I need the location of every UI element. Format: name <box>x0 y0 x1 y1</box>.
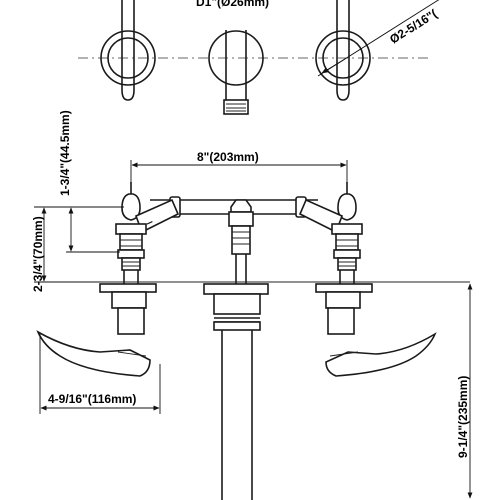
dimension-9-1-4: 9-1/4"(235mm) <box>456 283 473 499</box>
spout-base <box>203 283 269 500</box>
svg-text:—: — <box>146 219 153 227</box>
front-view: — <box>31 110 473 500</box>
top-right-handle <box>315 0 371 101</box>
top-view: Ø2-5/16"( D1"(Ø26mm) <box>78 0 440 115</box>
spout-riser <box>228 199 254 284</box>
dimension-width: 8"(203mm) <box>130 150 348 184</box>
width-label: 8"(203mm) <box>197 150 259 164</box>
left-handle <box>36 283 157 377</box>
height-2-3-4-label: 2-3/4"(70mm) <box>31 216 45 292</box>
dimension-1-3-4: 1-3/4"(44.5mm) <box>58 110 124 253</box>
top-partial-label: D1"(Ø26mm) <box>196 0 269 9</box>
top-left-handle <box>100 0 156 101</box>
height-1-3-4-label: 1-3/4"(44.5mm) <box>58 110 72 196</box>
dimension-reach: 4-9/16"(116mm) <box>39 334 161 414</box>
diameter-label: Ø2-5/16"( <box>387 7 439 47</box>
top-spout <box>208 30 264 115</box>
left-valve-body: — <box>115 182 180 284</box>
reach-label: 4-9/16"(116mm) <box>48 392 136 406</box>
right-valve-body <box>298 182 363 284</box>
right-handle <box>315 283 437 377</box>
height-9-1-4-label: 9-1/4"(235mm) <box>456 376 470 458</box>
dimension-2-3-4: 2-3/4"(70mm) <box>31 206 100 292</box>
